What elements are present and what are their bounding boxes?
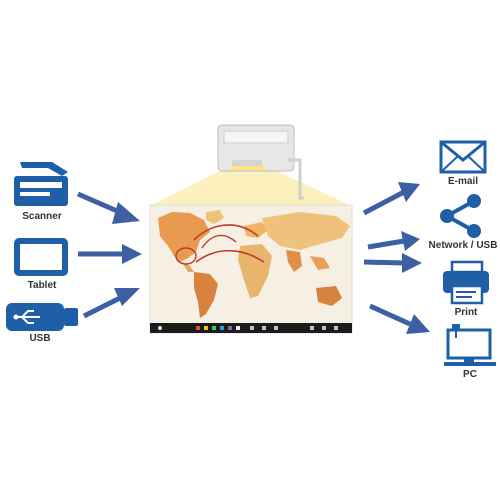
usb-label: USB xyxy=(29,333,51,344)
printer-icon xyxy=(443,260,489,305)
print-label: Print xyxy=(454,307,478,318)
email-label: E-mail xyxy=(447,176,478,187)
arrow-tablet-to-screen xyxy=(78,244,142,264)
arrow-screen-to-email xyxy=(362,182,420,216)
usb-drive-icon xyxy=(6,303,78,331)
pc-monitor-icon xyxy=(444,324,496,366)
arrow-scanner-to-screen xyxy=(77,191,140,224)
arrow-screen-to-print xyxy=(363,253,422,273)
annotation-toolbar xyxy=(150,323,352,333)
projector-beam xyxy=(152,166,350,205)
tablet-icon xyxy=(14,238,68,276)
scanner-label: Scanner xyxy=(22,211,62,222)
network-usb-label: Network / USB xyxy=(428,240,498,251)
projector-icon xyxy=(217,124,304,200)
envelope-icon xyxy=(439,140,487,174)
arrow-usb-to-screen xyxy=(82,288,140,319)
pc-label: PC xyxy=(463,369,477,380)
world-map xyxy=(158,210,350,318)
projection-screen xyxy=(149,204,353,334)
arrow-screen-to-network xyxy=(367,231,420,251)
share-network-icon xyxy=(440,194,481,238)
scanner-icon xyxy=(14,162,68,206)
tablet-label: Tablet xyxy=(27,280,57,291)
arrow-screen-to-pc xyxy=(368,303,430,334)
